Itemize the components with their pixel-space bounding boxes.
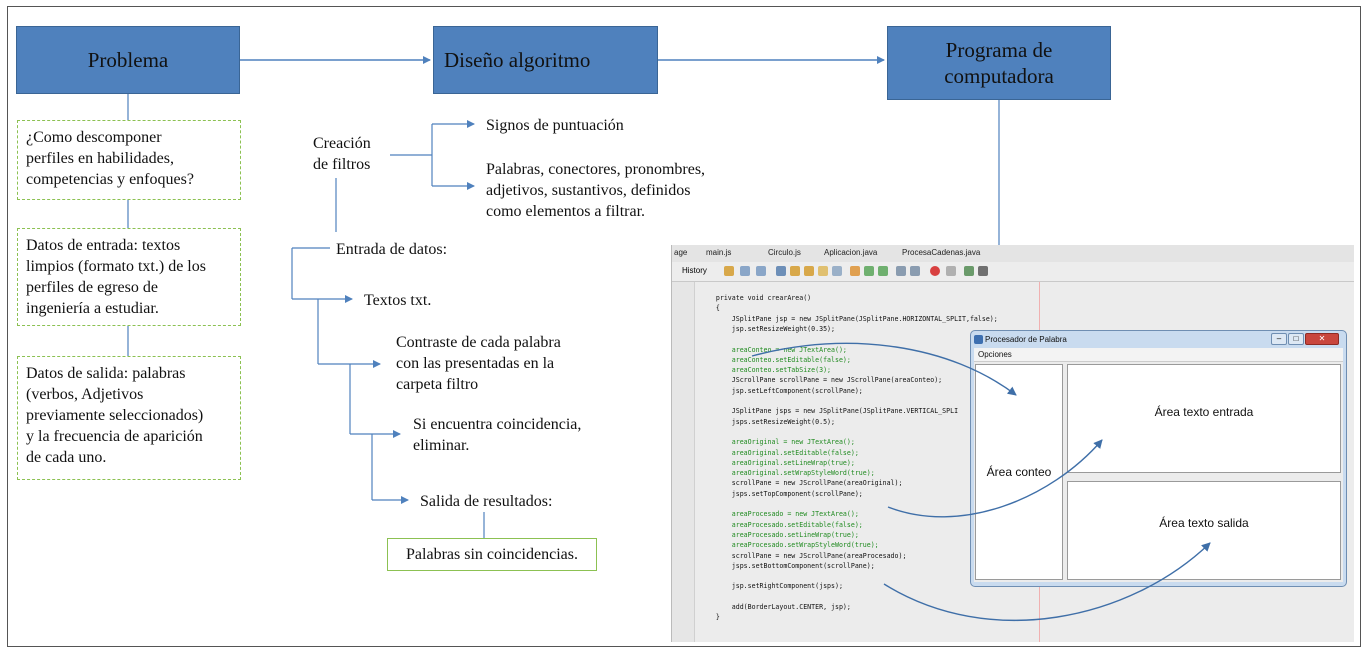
area-conteo-label: Área conteo	[986, 465, 1052, 479]
label-salida-resultados: Salida de resultados:	[420, 493, 553, 510]
toolbar-macro-icon[interactable]	[964, 266, 974, 276]
code-line: areaOriginal.setEditable(false);	[700, 448, 859, 457]
code-line: areaProcesado = new JTextArea();	[700, 510, 859, 519]
ide-toolbar: History	[672, 262, 1354, 282]
label-palabras-filtrar: Palabras, conectores, pronombres, adjeti…	[486, 161, 706, 220]
box-datos-entrada: Datos de entrada: textos limpios (format…	[17, 228, 241, 326]
diagram-frame	[7, 6, 1361, 647]
toolbar-source-icon[interactable]	[724, 266, 734, 276]
code-line: jsps.setBottomComponent(scrollPane);	[700, 561, 875, 570]
code-line: add(BorderLayout.CENTER, jsp);	[700, 603, 851, 611]
box-palabras-sin-coincidencias: Palabras sin coincidencias.	[387, 538, 597, 571]
label-signos-puntuacion: Signos de puntuación	[486, 117, 624, 134]
maximize-button[interactable]: □	[1288, 333, 1304, 345]
box-programa: Programa de computadora	[887, 26, 1111, 100]
label-creacion-filtros: Creación de filtros	[313, 135, 371, 173]
window-client: Área conteo Área texto entrada Área text…	[974, 362, 1343, 582]
code-line: jsp.setResizeWeight(0.35);	[700, 324, 835, 333]
code-line: private void crearArea()	[700, 294, 812, 302]
procesador-window: Procesador de Palabra – □ ✕ Opciones Áre…	[970, 330, 1347, 587]
code-line: JScrollPane scrollPane = new JScrollPane…	[700, 376, 943, 385]
ide-tab-bar: age main.js Circulo.js Aplicacion.java P…	[672, 245, 1354, 263]
code-line: {	[700, 304, 720, 313]
code-line: areaOriginal = new JTextArea();	[700, 438, 855, 447]
toolbar-bookmark-icon[interactable]	[850, 266, 860, 276]
code-line: JSplitPane jsp = new JSplitPane(JSplitPa…	[700, 314, 998, 323]
area-entrada-label: Área texto entrada	[1154, 405, 1254, 419]
code-gutter	[672, 282, 695, 642]
area-conteo-pane[interactable]: Área conteo	[975, 364, 1063, 580]
box-diseno-algoritmo: Diseño algoritmo	[433, 26, 658, 94]
label-textos-txt: Textos txt.	[364, 292, 432, 309]
box-problema-label: Problema	[87, 47, 169, 72]
code-line: jsp.setRightComponent(jsps);	[700, 582, 843, 591]
toolbar-record-icon[interactable]	[930, 266, 940, 276]
toolbar-uncomment-icon[interactable]	[910, 266, 920, 276]
ide-tab[interactable]: main.js	[706, 248, 732, 257]
code-line: areaOriginal.setLineWrap(true);	[700, 458, 855, 467]
box-palabras-sin-coincidencias-label: Palabras sin coincidencias.	[406, 545, 578, 563]
toolbar-find-next-icon[interactable]	[804, 266, 814, 276]
toolbar-next-bookmark-icon[interactable]	[878, 266, 888, 276]
area-entrada-pane[interactable]: Área texto entrada	[1067, 364, 1341, 473]
code-line: }	[700, 613, 720, 622]
ide-tab[interactable]: Aplicacion.java	[824, 248, 878, 257]
box-pregunta: ¿Como descomponer perfiles en habilidade…	[17, 120, 241, 200]
code-line: jsps.setResizeWeight(0.5);	[700, 417, 835, 426]
toolbar-stop-icon[interactable]	[946, 266, 956, 276]
box-programa-label: Programa de computadora	[944, 38, 1054, 88]
toolbar-find-prev-icon[interactable]	[790, 266, 800, 276]
label-entrada-datos: Entrada de datos:	[336, 241, 448, 258]
toolbar-prev-bookmark-icon[interactable]	[864, 266, 874, 276]
ide-tab[interactable]: Circulo.js	[768, 248, 801, 257]
code-line: areaProcesado.setEditable(false);	[700, 520, 863, 529]
code-line: areaConteo = new JTextArea();	[700, 345, 847, 354]
box-problema: Problema	[16, 26, 240, 94]
minimize-button[interactable]: –	[1271, 333, 1287, 345]
code-line: jsps.setTopComponent(scrollPane);	[700, 489, 863, 498]
box-datos-salida: Datos de salida: palabras (verbos, Adjet…	[17, 356, 241, 480]
code-line: JSplitPane jsps = new JSplitPane(JSplitP…	[700, 407, 959, 416]
menu-opciones[interactable]: Opciones	[978, 350, 1012, 359]
java-app-icon	[974, 335, 983, 344]
label-coincidencia: Si encuentra coincidencia, eliminar.	[413, 416, 582, 454]
code-line: scrollPane = new JScrollPane(areaProcesa…	[700, 551, 907, 560]
box-diseno-label: Diseño algoritmo	[444, 47, 591, 72]
toolbar-comment-icon[interactable]	[896, 266, 906, 276]
code-line: areaConteo.setTabSize(3);	[700, 366, 832, 375]
toolbar-forward-icon[interactable]	[756, 266, 766, 276]
area-salida-pane[interactable]: Área texto salida	[1067, 481, 1341, 580]
history-button[interactable]: History	[682, 266, 707, 275]
ide-tab[interactable]: age	[674, 248, 688, 257]
label-contraste: Contraste de cada palabra con las presen…	[396, 334, 561, 393]
area-salida-label: Área texto salida	[1159, 516, 1249, 530]
toolbar-back-icon[interactable]	[740, 266, 750, 276]
code-line: scrollPane = new JScrollPane(areaOrigina…	[700, 479, 903, 488]
code-line: areaProcesado.setWrapStyleWord(true);	[700, 541, 879, 550]
toolbar-shift-icon[interactable]	[832, 266, 842, 276]
window-title: Procesador de Palabra	[985, 335, 1067, 344]
toolbar-toggle-icon[interactable]	[818, 266, 828, 276]
toolbar-chart-icon[interactable]	[978, 266, 988, 276]
code-line: areaOriginal.setWrapStyleWord(true);	[700, 469, 875, 478]
code-line: jsp.setLeftComponent(scrollPane);	[700, 386, 863, 395]
code-line: areaProcesado.setLineWrap(true);	[700, 530, 859, 539]
ide-tab[interactable]: ProcesaCadenas.java	[902, 248, 981, 257]
code-line: areaConteo.setEditable(false);	[700, 355, 851, 364]
menu-bar: Opciones	[974, 348, 1343, 362]
toolbar-search-icon[interactable]	[776, 266, 786, 276]
close-button[interactable]: ✕	[1305, 333, 1339, 345]
